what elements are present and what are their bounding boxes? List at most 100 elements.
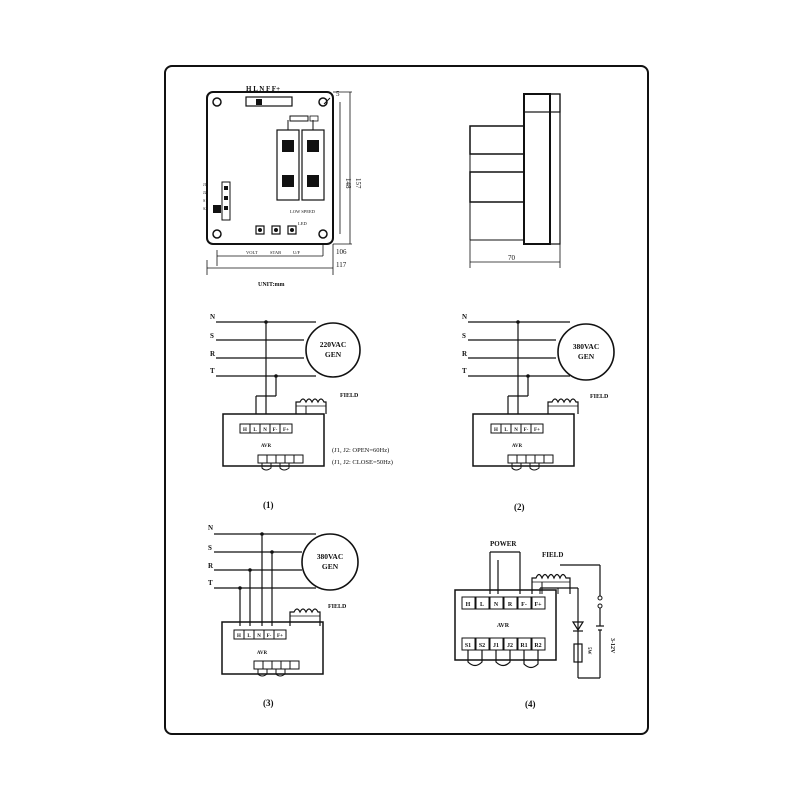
terminal-label: L xyxy=(504,428,508,433)
generator-label: GEN xyxy=(578,352,595,361)
terminal-label: S1 xyxy=(465,643,471,649)
generator-voltage: 380VAC xyxy=(317,552,344,561)
dimension-label: 148 xyxy=(344,178,352,189)
terminal-label: H xyxy=(237,634,241,639)
wiring-diagram-1: N S R T 220VAC GEN FIELD H L xyxy=(210,313,393,510)
line-label: N xyxy=(210,313,215,321)
line-label: T xyxy=(462,367,467,375)
avr-box xyxy=(222,413,325,467)
terminal-row: H L N F- F+ xyxy=(490,423,544,434)
jumper-row xyxy=(253,660,300,677)
terminal-label: F- xyxy=(267,634,272,639)
side-connector-label: J1 xyxy=(203,182,207,187)
terminal-label: L xyxy=(480,602,484,608)
diagram-caption: (4) xyxy=(525,699,536,709)
terminal-label: F+ xyxy=(534,602,542,608)
jumper-note: (J1, J2: OPEN=60Hz) xyxy=(332,447,389,454)
terminal-label: H xyxy=(466,602,471,608)
battery-label: 3-12V xyxy=(609,638,615,654)
terminal-label: R1 xyxy=(520,643,527,649)
bottom-terminal-row: S1 S2 J1 J2 R1 R2 xyxy=(461,637,546,651)
terminal-label: F+ xyxy=(277,634,283,639)
side-view-drawing: 70 xyxy=(469,93,561,268)
line-label: T xyxy=(210,367,215,375)
generator-symbol xyxy=(557,323,615,381)
diagram-caption: (1) xyxy=(263,500,274,510)
avr-box xyxy=(472,413,575,467)
avr-label: AVR xyxy=(512,444,523,449)
side-connector-label: J2 xyxy=(203,190,207,195)
line-label: R xyxy=(208,562,214,570)
field-label: FIELD xyxy=(340,393,359,399)
jumper-note: (J1, J2: CLOSE=50Hz) xyxy=(332,459,393,466)
pot-stab xyxy=(271,225,281,235)
pot-label: U/F xyxy=(293,250,301,255)
mount-hole xyxy=(212,229,222,239)
terminal-label: N xyxy=(257,634,261,639)
mount-hole xyxy=(212,97,222,107)
sheet-border xyxy=(164,65,649,735)
mount-hole xyxy=(318,229,328,239)
terminal-label: R xyxy=(508,602,513,608)
line-label: T xyxy=(208,579,213,587)
jumper-row xyxy=(507,454,554,471)
terminal-row: H L N R F- F+ xyxy=(461,596,546,610)
field-label: FIELD xyxy=(542,551,563,559)
line-label: S xyxy=(208,544,212,552)
avr-box xyxy=(454,589,557,661)
mount-hole xyxy=(318,97,328,107)
line-label: N xyxy=(208,524,213,532)
side-connector-label: S1 xyxy=(203,198,207,203)
avr-box xyxy=(221,621,324,675)
wiring-diagram-3: N S R T 380VAC GEN FIELD H L N F xyxy=(208,524,359,708)
dimension-label: 117 xyxy=(336,261,347,269)
jumper-row xyxy=(257,454,304,471)
dimension-label: 106 xyxy=(336,248,347,256)
screw-label: 5 xyxy=(336,90,340,98)
front-view-drawing: H L N F F+ 5 LOW SPEED LED J1 J2 S1 S2 xyxy=(203,85,362,288)
terminal-label: N xyxy=(263,428,267,433)
dimension-label: 70 xyxy=(508,254,516,262)
dimension-label: 157 xyxy=(354,178,362,189)
avr-label: AVR xyxy=(261,444,272,449)
unit-label: UNIT:mm xyxy=(258,282,285,288)
diagram-caption: (2) xyxy=(514,502,525,512)
terminal-label: R2 xyxy=(534,643,541,649)
terminal-label: N xyxy=(514,428,518,433)
diagram-caption: (3) xyxy=(263,698,274,708)
avr-label: AVR xyxy=(257,651,268,656)
avr-label: AVR xyxy=(497,623,510,629)
resistor-label: 5W xyxy=(586,647,591,655)
line-label: S xyxy=(210,332,214,340)
terminal-label: J2 xyxy=(507,643,513,649)
terminal-label: S2 xyxy=(479,643,485,649)
terminal-label: F- xyxy=(521,602,527,608)
generator-voltage: 220VAC xyxy=(320,340,347,349)
front-terminal-block xyxy=(245,96,293,107)
terminal-label: L xyxy=(247,634,251,639)
front-top-terminal-labels: H L N F F+ xyxy=(246,85,280,93)
line-label: R xyxy=(462,350,468,358)
generator-label: GEN xyxy=(322,562,339,571)
led-label: LED xyxy=(298,221,307,226)
avr-board-outline xyxy=(206,91,334,245)
terminal-row: H L N F- F+ xyxy=(239,423,293,434)
terminal-label: F- xyxy=(524,428,529,433)
terminal-label: H xyxy=(243,428,247,433)
generator-label: GEN xyxy=(325,350,342,359)
terminal-label: F+ xyxy=(283,428,289,433)
generator-symbol xyxy=(301,533,359,591)
power-label: POWER xyxy=(490,540,517,548)
side-connector-label: S2 xyxy=(203,206,207,211)
pot-uf xyxy=(287,225,297,235)
terminal-label: H xyxy=(494,428,498,433)
wiring-diagram-4: POWER FIELD 3-12V 5W xyxy=(454,540,615,709)
low-speed-label: LOW SPEED xyxy=(290,209,316,214)
line-label: R xyxy=(210,350,216,358)
line-label: N xyxy=(462,313,467,321)
field-label: FIELD xyxy=(328,604,347,610)
pot-label: VOLT xyxy=(246,250,258,255)
generator-voltage: 380VAC xyxy=(573,342,600,351)
terminal-label: F- xyxy=(273,428,278,433)
